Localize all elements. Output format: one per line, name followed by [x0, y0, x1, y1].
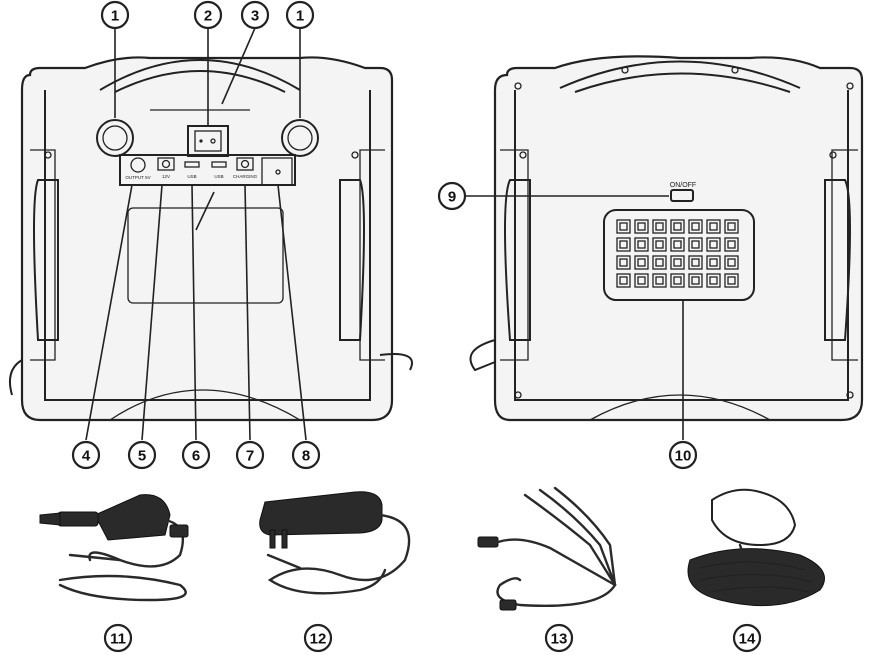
callout-number: 6: [192, 448, 200, 465]
led-cell: [706, 237, 721, 252]
callout-indicator: 8: [291, 440, 321, 470]
led-cell: [688, 273, 703, 288]
callout-usb-cable: 13: [544, 623, 574, 653]
leader-lines: [85, 27, 684, 441]
led-cell: [688, 237, 703, 252]
led-cell: [634, 273, 649, 288]
callout-jumper-terminal: 1: [100, 0, 130, 30]
led-cell: [652, 219, 667, 234]
callout-number: 9: [448, 189, 456, 206]
callout-number: 7: [246, 448, 254, 465]
led-cell: [724, 219, 739, 234]
callout-jumper-terminal: 1: [285, 0, 315, 30]
callout-number: 13: [551, 631, 568, 648]
callout-strap: 14: [732, 623, 762, 653]
led-cell: [724, 237, 739, 252]
label-on-off: ON/OFF: [670, 182, 696, 189]
led-cell: [670, 219, 685, 234]
led-cell: [670, 273, 685, 288]
callout-number: 5: [138, 448, 146, 465]
led-grid: [616, 219, 739, 288]
callout-number: 1: [296, 8, 304, 25]
car-charger: [39, 494, 189, 602]
callout-number: 12: [310, 631, 327, 648]
callout-number: 1: [111, 8, 119, 25]
led-cell: [670, 237, 685, 252]
callout-number: 2: [204, 8, 212, 25]
label-dc-output: 12V: [162, 174, 170, 179]
led-cell: [652, 255, 667, 270]
callout-number: 11: [110, 631, 126, 648]
strap: [687, 488, 825, 607]
callout-wall-charger: 12: [303, 623, 333, 653]
front-unit: OUTPUT 5V 12V USB USB CHARGING: [9, 56, 413, 422]
wall-charger: [259, 491, 411, 595]
led-cell: [724, 255, 739, 270]
led-cell: [652, 237, 667, 252]
callout-led-panel: 10: [668, 440, 698, 470]
label-output-5v: OUTPUT 5V: [125, 175, 150, 180]
led-cell: [652, 273, 667, 288]
callout-dc-output: 5: [127, 440, 157, 470]
led-cell: [706, 255, 721, 270]
callout-usb-ports: 6: [181, 440, 211, 470]
callout-number: 10: [675, 448, 692, 465]
callout-output-5v: 4: [71, 440, 101, 470]
led-cell: [616, 273, 631, 288]
label-usb1: USB: [187, 174, 196, 179]
led-cell: [706, 273, 721, 288]
callout-number: 14: [739, 631, 756, 648]
led-cell: [724, 273, 739, 288]
callout-on-off-button: 9: [437, 181, 467, 211]
usb-cable: [477, 486, 617, 611]
callout-number: 3: [251, 8, 259, 25]
led-cell: [634, 255, 649, 270]
led-cell: [634, 237, 649, 252]
led-cell: [670, 255, 685, 270]
led-cell: [706, 219, 721, 234]
led-cell: [616, 237, 631, 252]
led-cell: [616, 255, 631, 270]
led-cell: [634, 219, 649, 234]
callout-number: 8: [302, 448, 310, 465]
callout-number: 4: [82, 448, 91, 465]
callout-power-switch: 2: [193, 0, 223, 30]
callout-charging-port: 7: [235, 440, 265, 470]
label-charging: CHARGING: [233, 174, 258, 179]
callout-car-charger: 11: [103, 623, 133, 653]
callout-handle: 3: [240, 0, 270, 30]
back-unit: ON/OFF: [469, 55, 864, 422]
led-cell: [688, 219, 703, 234]
led-cell: [688, 255, 703, 270]
led-cell: [616, 219, 631, 234]
label-usb2: USB: [214, 174, 223, 179]
